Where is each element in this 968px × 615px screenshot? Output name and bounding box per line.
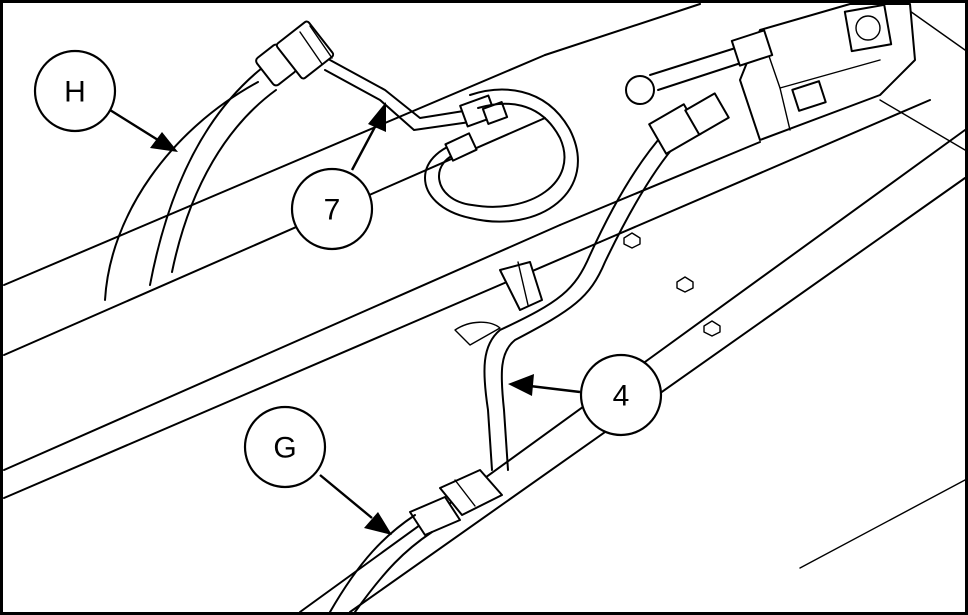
callout-4: 4: [508, 353, 663, 437]
hose-h: [149, 20, 335, 286]
fitting-g: [329, 469, 503, 613]
tube-clamp: [499, 261, 543, 311]
hex-bolts: [623, 232, 721, 337]
callout-7-label: 7: [324, 194, 341, 227]
callout-4-label: 4: [613, 380, 630, 413]
callout-h-circle: [33, 49, 117, 133]
looped-tube: [424, 88, 579, 223]
callout-h-label: H: [64, 76, 86, 109]
valve-block: [625, 3, 916, 141]
callout-g-circle: [243, 405, 327, 489]
callout-7: 7: [290, 102, 386, 251]
tube-7: [324, 59, 509, 131]
under-bracket: [454, 321, 501, 346]
callout-h: H: [33, 49, 178, 152]
callout-g: G: [243, 405, 392, 535]
callout-7-circle: [290, 167, 374, 251]
callout-g-label: G: [273, 432, 296, 465]
rear-plate-edge: [104, 81, 259, 301]
tube-4: [483, 92, 730, 471]
callout-4-circle: [579, 353, 663, 437]
